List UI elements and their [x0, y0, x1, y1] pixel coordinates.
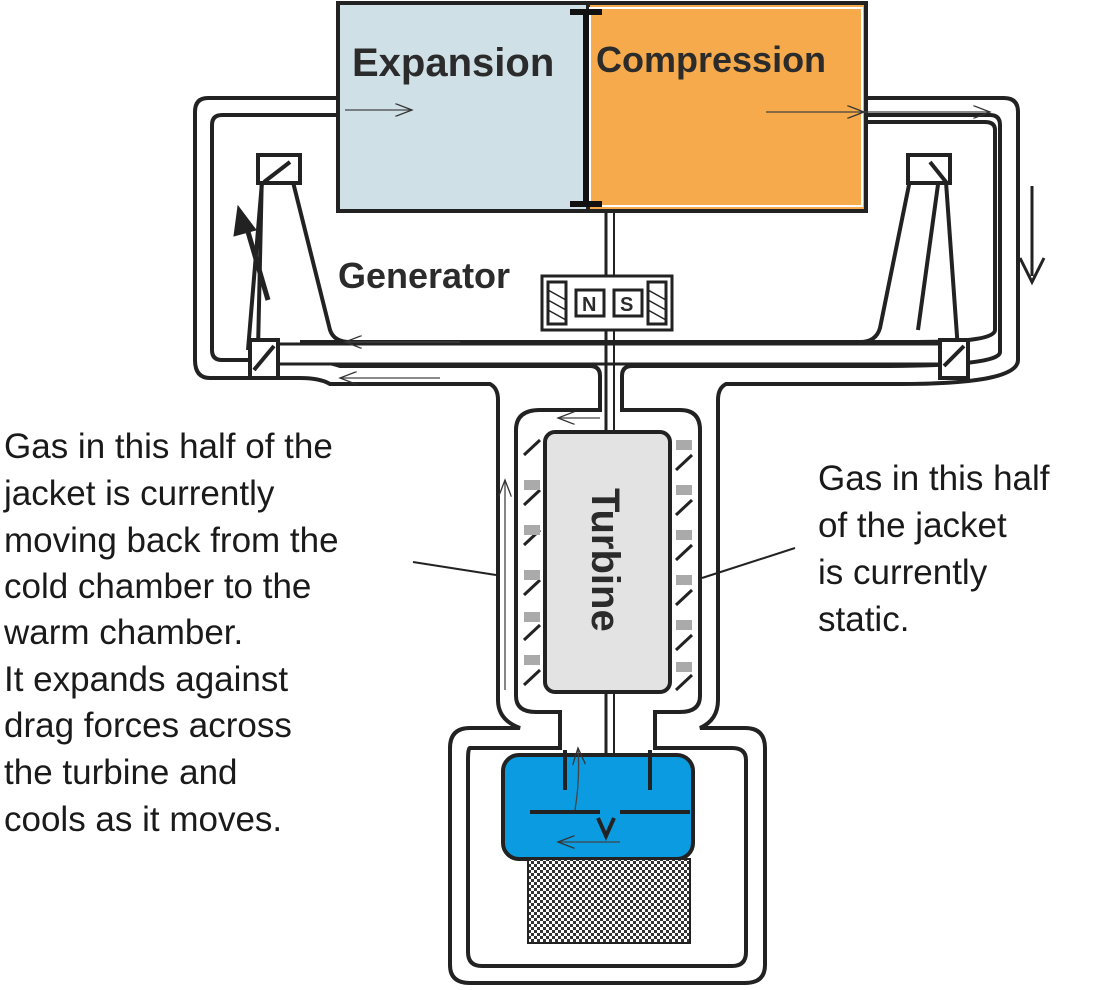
piston [570, 9, 602, 207]
jacket-outer-wall [193, 96, 1020, 985]
expansion-label: Expansion [352, 41, 554, 85]
left-note-line: warm chamber. [3, 613, 243, 652]
right-note-line: static. [818, 600, 909, 639]
compression-chamber [586, 1, 868, 213]
left-note-line: cools as it moves. [4, 800, 282, 839]
turbine-stator-left [524, 480, 540, 665]
valve-bottom-right [938, 338, 970, 380]
cold-fluid [501, 753, 695, 861]
turbine-stator-right [676, 440, 692, 672]
magnet-n-label: N [582, 294, 596, 316]
left-note-line: jacket is currently [3, 474, 275, 513]
magnet-n [574, 288, 606, 318]
cold-chamber-pipes [530, 750, 690, 841]
valve-top-left [256, 153, 302, 185]
right-tube [859, 169, 960, 351]
compression-label: Compression [596, 39, 826, 80]
generator-label: Generator [338, 255, 510, 296]
left-note-line: drag forces across [4, 706, 292, 745]
right-note-line: of the jacket [818, 506, 1007, 545]
flow-arrows [340, 110, 990, 842]
arrow-up-left [243, 224, 271, 301]
left-note-leader [412, 561, 497, 576]
left-note-line: It expands against [4, 660, 288, 699]
right-note-leader [701, 547, 796, 579]
turbine-label: Turbine [583, 488, 627, 632]
left-tube [246, 169, 351, 351]
regenerator-mesh [527, 858, 691, 944]
valve-top-right [906, 153, 952, 185]
magnet-s-label: S [620, 294, 633, 316]
expansion-chamber [336, 1, 590, 213]
right-note-line: Gas in this half [818, 459, 1050, 498]
left-note-line: moving back from the [4, 521, 339, 560]
left-note-line: the turbine and [4, 753, 238, 792]
right-note: Gas in this half of the jacket is curren… [818, 459, 1059, 639]
turbine-rotor [543, 430, 672, 694]
generator [540, 274, 674, 332]
bold-arrows [233, 186, 1046, 301]
valve-bottom-left [248, 338, 280, 380]
left-note: Gas in this half of the jacket is curren… [3, 427, 348, 839]
left-note-line: cold chamber to the [4, 567, 311, 606]
turbine-blades-left [522, 438, 542, 687]
magnet-s [612, 288, 644, 318]
right-note-line: is currently [818, 553, 988, 592]
left-note-line: Gas in this half of the [4, 427, 333, 466]
turbine-blades-right [674, 453, 694, 692]
